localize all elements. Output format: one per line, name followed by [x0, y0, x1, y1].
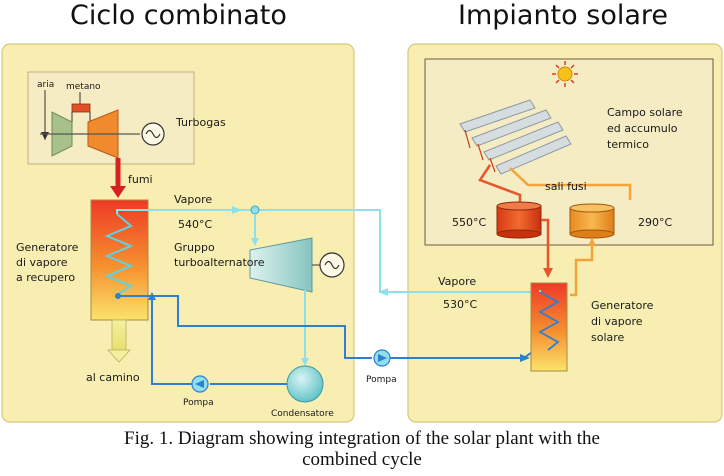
parabolic-troughs [459, 99, 572, 175]
hrsg-coil [104, 213, 134, 295]
label-turbogas: Turbogas [175, 116, 226, 129]
chimney [111, 319, 127, 351]
label-gen-rec-2: di vapore [16, 256, 68, 269]
label-campo-3: termico [607, 138, 649, 151]
cold-salt-tank [569, 203, 615, 239]
label-gen-rec-3: a recupero [16, 271, 75, 284]
label-metano: metano [66, 82, 101, 92]
steam-turbine-arrow [251, 238, 259, 246]
label-campo-2: ed accumulo [607, 122, 678, 135]
hot-salt-tank [496, 201, 542, 239]
label-camino: al camino [86, 371, 140, 384]
label-gruppo-2: turboalternatore [174, 256, 265, 269]
salt-cold-return [570, 238, 594, 297]
label-aria: aria [37, 80, 54, 90]
label-sali-fusi: sali fusi [545, 180, 587, 193]
hrsg-unit [90, 199, 149, 321]
label-campo-1: Campo solare [607, 106, 683, 119]
condenser-arrow [301, 358, 309, 366]
label-gen-sol-2: di vapore [591, 315, 643, 328]
steam-arrow-left [378, 288, 388, 296]
combustor [71, 103, 91, 113]
caption-line-2: combined cycle [302, 449, 422, 470]
steam-arrow-right [232, 206, 242, 214]
steam-junction [250, 205, 260, 215]
sun-icon [552, 61, 578, 87]
title-impianto-solare: Impianto solare [458, 0, 669, 31]
label-condensatore: Condensatore [271, 409, 334, 419]
salt-hot-arrow [543, 268, 553, 278]
label-290: 290°C [638, 216, 672, 229]
figure-caption: Fig. 1. Diagram showing integration of t… [0, 428, 724, 470]
label-550: 550°C [452, 216, 486, 229]
salt-hot-to-gen [541, 218, 550, 272]
label-gen-sol-3: solare [591, 331, 625, 344]
label-gen-rec-1: Generatore [16, 241, 79, 254]
label-fumi: fumi [128, 173, 153, 186]
chimney-arrow [107, 349, 131, 363]
gt-sine-icon [145, 129, 161, 139]
label-vapore-right: Vapore [438, 275, 476, 288]
trough-receivers [464, 129, 496, 173]
condenser [286, 365, 324, 403]
pump-mid-icon [378, 354, 387, 362]
pump-left-icon [195, 380, 204, 388]
caption-line-1: Fig. 1. Diagram showing integration of t… [124, 428, 600, 449]
solar-field-box [424, 58, 714, 246]
salt-cold-arrow [588, 238, 596, 246]
label-gruppo-1: Gruppo [174, 241, 215, 254]
flue-gas-arrow [110, 186, 126, 198]
label-530: 530°C [443, 298, 477, 311]
water-solar-arrow [520, 354, 530, 362]
steam-turbine [249, 237, 313, 293]
label-pompa-mid: Pompa [366, 375, 397, 385]
water-to-solar [118, 295, 372, 359]
label-pompa-left: Pompa [183, 398, 214, 408]
label-vapore-left: Vapore [174, 193, 212, 206]
salt-cold-line [509, 167, 632, 200]
label-540: 540°C [178, 218, 212, 231]
steam-line-hrsg [116, 209, 381, 234]
solar-gen-coil [538, 291, 560, 351]
salt-hot-line [478, 164, 522, 204]
label-gen-sol-1: Generatore [591, 299, 654, 312]
st-sine-icon [324, 260, 340, 270]
title-ciclo-combinato: Ciclo combinato [70, 0, 287, 31]
